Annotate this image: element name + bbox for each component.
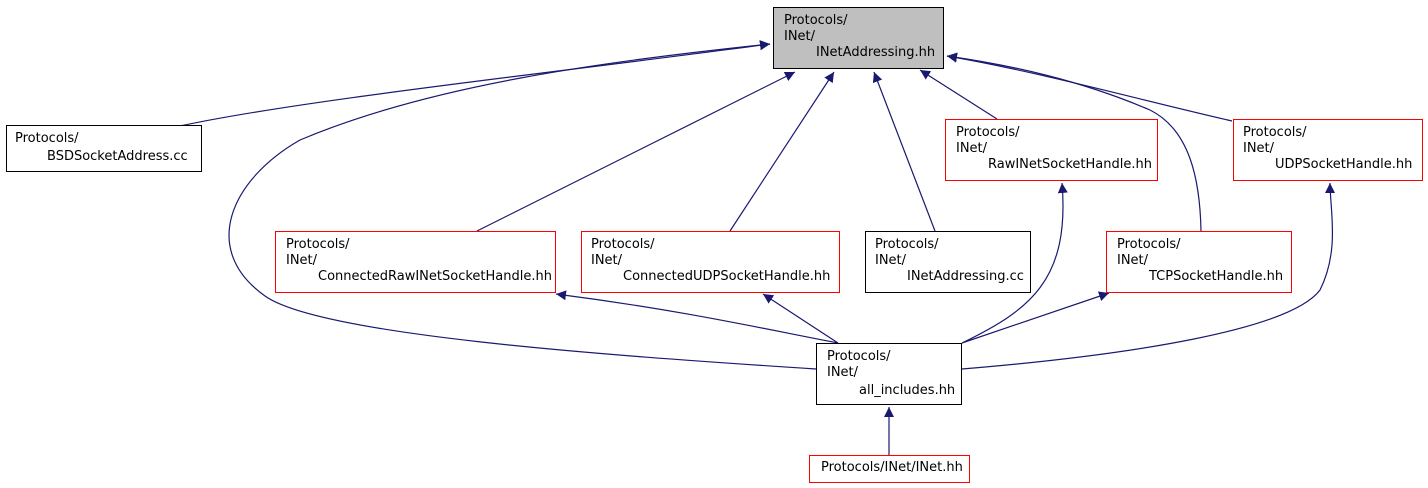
node-label-line: INet/ (1117, 253, 1149, 268)
node-inet-addressing-cc[interactable]: Protocols/INet/INetAddressing.cc (865, 231, 1031, 293)
node-label-line: INet/ (286, 253, 318, 268)
node-tcp-socket-handle-hh[interactable]: Protocols/INet/TCPSocketHandle.hh (1106, 231, 1292, 293)
node-label-line: Protocols/ (286, 237, 350, 252)
edge-bsd-socket-address-cc-to-inet-addressing-hh (179, 40, 771, 127)
node-label-line: INet/ (827, 365, 859, 380)
node-raw-inet-socket-handle-hh[interactable]: Protocols/INet/RawINetSocketHandle.hh (945, 119, 1158, 181)
node-connected-raw-inet-socket-handle-hh[interactable]: Protocols/INet/ConnectedRawINetSocketHan… (275, 231, 556, 293)
node-label-line: Protocols/INet/INet.hh (821, 460, 963, 475)
edge-inet-addressing-cc-to-inet-addressing-hh (872, 71, 936, 232)
node-label-line: TCPSocketHandle.hh (1149, 269, 1284, 284)
edge-group (179, 40, 1336, 455)
node-label-line: BSDSocketAddress.cc (47, 149, 188, 164)
edge-raw-inet-socket-handle-hh-to-inet-addressing-hh (919, 69, 998, 120)
node-inet-addressing-hh: Protocols/INet/INetAddressing.hh (773, 7, 944, 69)
node-label-line: Protocols/ (591, 237, 655, 252)
node-connected-udp-socket-handle-hh[interactable]: Protocols/INet/ConnectedUDPSocketHandle.… (581, 231, 840, 293)
edge-tcp-socket-handle-hh-to-inet-addressing-hh (946, 52, 1202, 232)
node-label-line: ConnectedRawINetSocketHandle.hh (318, 269, 552, 284)
edge-udp-socket-handle-hh-to-inet-addressing-hh (946, 52, 1233, 122)
node-udp-socket-handle-hh[interactable]: Protocols/INet/UDPSocketHandle.hh (1233, 119, 1423, 181)
node-label-line: INet/ (1243, 141, 1275, 156)
edge-all-includes-hh-to-connected-udp-socket-handle-hh (762, 293, 839, 344)
node-label-line: Protocols/ (1117, 237, 1181, 252)
node-label-line: UDPSocketHandle.hh (1275, 157, 1413, 172)
node-inet-hh[interactable]: Protocols/INet/INet.hh (809, 455, 970, 483)
node-label-line: RawINetSocketHandle.hh (988, 157, 1152, 172)
node-label-line: INetAddressing.cc (907, 269, 1024, 284)
node-bsd-socket-address-cc[interactable]: Protocols/BSDSocketAddress.cc (6, 125, 202, 172)
node-label-line: INet/ (784, 29, 816, 44)
node-label-line: INet/ (591, 253, 623, 268)
node-all-includes-hh[interactable]: Protocols/INet/all_includes.hh (816, 343, 962, 405)
node-label-line: INet/ (956, 141, 988, 156)
node-label-line: INet/ (875, 253, 907, 268)
edge-all-includes-hh-to-udp-socket-handle-hh (961, 182, 1336, 370)
node-label-line: Protocols/ (784, 13, 848, 28)
node-label-line: Protocols/ (15, 131, 79, 146)
node-label-line: all_includes.hh (859, 383, 956, 398)
node-label-line: Protocols/ (1243, 125, 1307, 140)
edge-all-includes-hh-to-raw-inet-socket-handle-hh (961, 182, 1068, 344)
edge-all-includes-hh-to-inet-addressing-hh (228, 40, 817, 370)
node-label-line: INetAddressing.hh (816, 45, 936, 60)
node-label-line: Protocols/ (827, 349, 891, 364)
node-label-line: Protocols/ (875, 237, 939, 252)
node-label-line: Protocols/ (956, 125, 1020, 140)
edge-connected-udp-socket-handle-hh-to-inet-addressing-hh (729, 71, 835, 232)
edge-all-includes-hh-to-tcp-socket-handle-hh (961, 291, 1110, 344)
edge-connected-raw-inet-socket-handle-hh-to-inet-addressing-hh (476, 71, 796, 232)
node-label-line: ConnectedUDPSocketHandle.hh (623, 269, 831, 284)
edge-all-includes-hh-to-connected-raw-inet-socket-handle-hh (555, 290, 839, 344)
